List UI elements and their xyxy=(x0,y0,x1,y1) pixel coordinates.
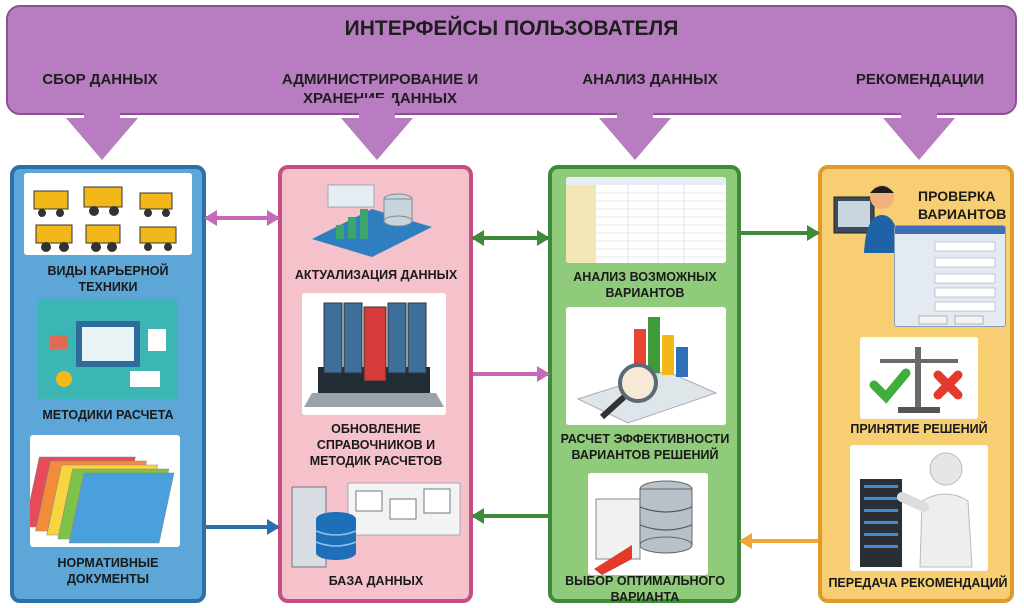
chart-icon xyxy=(302,179,442,259)
user-interfaces-banner: ИНТЕРФЕЙСЫ ПОЛЬЗОВАТЕЛЯ xyxy=(6,5,1017,115)
stage-collect: СБОР ДАННЫХ xyxy=(42,71,158,88)
scales-icon xyxy=(860,337,978,419)
analysis-item-3: ВЫБОР ОПТИМАЛЬНОГО ВАРИАНТА xyxy=(565,574,725,604)
column-collect: ВИДЫ КАРЬЕРНОЙ ТЕХНИКИ МЕТОДИКИ РАСЧЕТА … xyxy=(10,165,206,603)
calculator-icon xyxy=(38,299,178,399)
recommend-item-2: ПРИНЯТИЕ РЕШЕНИЙ xyxy=(850,422,988,436)
binders-icon xyxy=(302,293,446,415)
collect-item-1: ВИДЫ КАРЬЕРНОЙ ТЕХНИКИ xyxy=(47,264,169,294)
login-dialog xyxy=(894,225,1006,327)
admin-item-2: ОБНОВЛЕНИЕ СПРАВОЧНИКОВ И МЕТОДИК РАСЧЕТ… xyxy=(309,422,443,468)
stage-analysis: АНАЛИЗ ДАННЫХ xyxy=(582,71,718,88)
recommend-item-3: ПЕРЕДАЧА РЕКОМЕНДАЦИЙ xyxy=(828,576,1008,590)
person-server-icon xyxy=(850,445,988,571)
recommend-item-1: ПРОВЕРКА ВАРИАНТОВ xyxy=(918,188,1007,222)
excavator-icon xyxy=(24,173,192,255)
folders-icon xyxy=(30,435,180,547)
arrow-admin-calc xyxy=(473,366,550,382)
arrow-admin-analysis xyxy=(471,230,550,246)
magnifier-chart-icon xyxy=(566,307,726,425)
stage-admin: АДМИНИСТРИРОВАНИЕ И ХРАНЕНИЕ ДАННЫХ xyxy=(281,71,479,107)
user-icon xyxy=(830,181,900,255)
server-icon xyxy=(588,473,708,575)
stage-recommend: РЕКОМЕНДАЦИИ xyxy=(855,71,985,88)
admin-item-1: АКТУАЛИЗАЦИЯ ДАННЫХ xyxy=(294,268,458,282)
arrow-collect-database xyxy=(206,519,280,535)
down-arrow-analysis xyxy=(599,98,671,160)
collect-item-2: МЕТОДИКИ РАСЧЕТА xyxy=(42,408,174,422)
table-icon xyxy=(566,177,726,263)
down-arrow-recommend xyxy=(883,98,955,160)
arrow-analysis-recommend xyxy=(741,225,820,241)
arrow-collect-admin xyxy=(204,210,280,226)
collect-item-3: НОРМАТИВНЫЕ ДОКУМЕНТЫ xyxy=(57,556,159,586)
analysis-item-1: АНАЛИЗ ВОЗМОЖНЫХ ВАРИАНТОВ xyxy=(573,270,717,300)
column-recommend: ПРОВЕРКА ВАРИАНТОВ ПРИНЯТИЕ РЕШЕНИЙ xyxy=(818,165,1014,603)
down-arrow-collect xyxy=(66,98,138,160)
down-arrow-admin xyxy=(341,98,413,160)
column-analysis: АНАЛИЗ ВОЗМОЖНЫХ ВАРИАНТОВ РАСЧЕТ ЭФФЕКТ… xyxy=(548,165,741,604)
arrow-choice-database xyxy=(471,508,548,524)
analysis-item-2: РАСЧЕТ ЭФФЕКТИВНОСТИ ВАРИАНТОВ РЕШЕНИЙ xyxy=(560,432,730,462)
banner-title: ИНТЕРФЕЙСЫ ПОЛЬЗОВАТЕЛЯ xyxy=(344,17,679,40)
column-admin: АКТУАЛИЗАЦИЯ ДАННЫХ ОБНОВЛЕНИЕ СПРАВОЧНИ… xyxy=(278,165,473,603)
admin-item-3: БАЗА ДАННЫХ xyxy=(328,574,424,588)
arrow-recommend-choice xyxy=(739,533,818,549)
database-icon xyxy=(290,479,466,571)
